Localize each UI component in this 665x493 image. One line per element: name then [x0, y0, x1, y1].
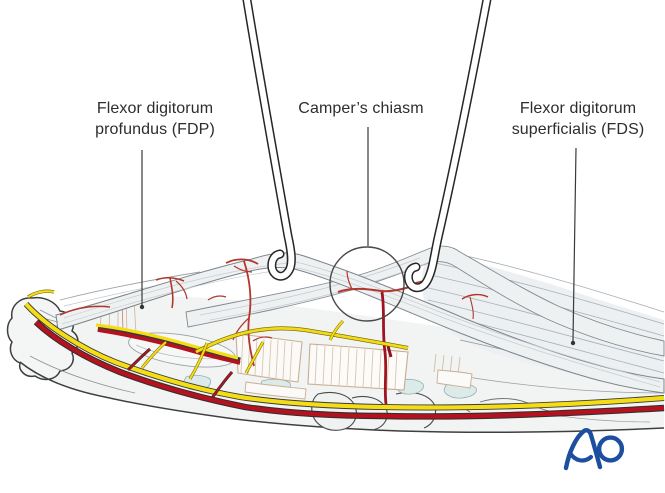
label-fds-line2: superficialis (FDS) — [511, 121, 645, 138]
label-chiasm-text: Camper’s chiasm — [298, 100, 424, 117]
digital-artery — [33, 319, 665, 420]
digital-nerve — [23, 301, 665, 411]
ao-logo: AO — [563, 428, 625, 471]
ao-logo-letter-a-bar — [567, 450, 594, 463]
chiasm-callout-circle — [329, 246, 405, 322]
ao-logo-letter-o — [596, 435, 625, 463]
fds-pointer-line — [572, 147, 577, 342]
annotation-layer — [139, 127, 577, 346]
label-fdp-line2: profundus (FDP) — [95, 121, 215, 138]
fds-slip — [185, 245, 665, 357]
label-fdp-line1: Flexor digitorum — [96, 100, 214, 117]
ao-logo-letter-a — [563, 428, 603, 471]
fdp-pointer-dot — [139, 304, 145, 310]
label-fdp: Flexor digitorum profundus (FDP) — [60, 98, 250, 140]
retractor-hook-left — [242, 0, 296, 281]
fds-pointer-dot — [570, 340, 576, 346]
pulley-layer — [235, 333, 473, 400]
label-fds-line1: Flexor digitorum — [519, 100, 637, 117]
fdp-tendon — [39, 252, 665, 394]
label-chiasm: Camper’s chiasm — [276, 98, 446, 119]
upper-neurovascular-bundle — [95, 323, 241, 365]
label-fds: Flexor digitorum superficialis (FDS) — [488, 98, 665, 140]
retractor-hook-right — [403, 0, 492, 293]
nerve-branches — [27, 289, 409, 380]
